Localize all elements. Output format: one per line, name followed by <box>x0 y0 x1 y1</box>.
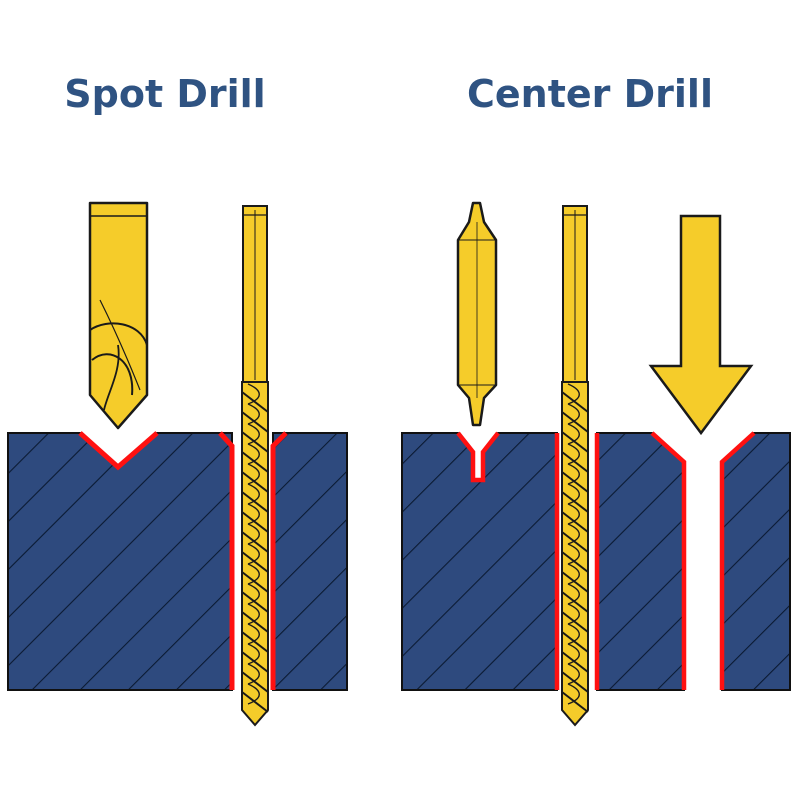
spot-drill-title: Spot Drill <box>64 72 266 116</box>
workpiece-center-middle <box>594 431 687 691</box>
workpiece-center-right <box>719 431 791 691</box>
center-drill-icon <box>456 201 498 427</box>
workpiece-center-left <box>401 431 560 691</box>
center-drill-title: Center Drill <box>467 72 713 116</box>
workpiece-spot-right <box>270 431 348 691</box>
workpiece-spot-left <box>7 431 233 691</box>
twist-drill-icon <box>241 205 269 727</box>
workpiece-hole-left-wall <box>218 431 235 690</box>
twist-drill-icon-2 <box>561 205 589 727</box>
spot-drill-icon <box>88 201 149 430</box>
down-arrow-icon <box>648 214 754 436</box>
